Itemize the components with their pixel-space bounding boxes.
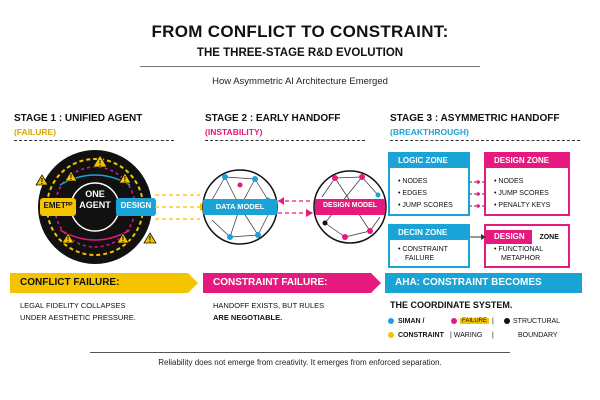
decin-zone-item: FAILURE — [405, 255, 435, 262]
stage3-title: STAGE 3 : ASYMMETRIC HANDOFF — [390, 113, 560, 124]
aha-banner: AHA: CONSTRAINT BECOMES — [385, 273, 582, 293]
arrow-head-icon — [481, 234, 486, 240]
stage1-2-diagram: !!! !!!! — [35, 150, 387, 264]
logic-zone-item: • NODES — [398, 178, 428, 185]
right-label-box — [116, 198, 156, 216]
stage2-status: (INSTABILITY) — [205, 127, 263, 137]
svg-text:!: ! — [149, 235, 152, 244]
design-zone: DESIGN ZONE • NODES • JUMP SCORES • PENA… — [484, 152, 570, 216]
svg-text:!: ! — [122, 235, 125, 244]
decin-zone-item: • CONSTRAINT — [398, 246, 448, 253]
design-zone-title: DESIGN ZONE — [486, 154, 568, 168]
warning-icon — [92, 154, 108, 168]
stage1-title: STAGE 1 : UNIFIED AGENT — [14, 113, 143, 124]
one-agent-line1: ONE — [85, 189, 105, 199]
logic-zone-item: • EDGES — [398, 190, 427, 197]
warning-icon — [116, 232, 130, 244]
legend-dot-magenta-icon — [451, 318, 457, 326]
emet-label: EMETᴾᴾ — [43, 201, 73, 210]
design-zone-item: • PENALTY KEYS — [494, 202, 551, 209]
design-zone2-item: METAPHOR — [501, 255, 541, 262]
legend-label: STRUCTURAL — [513, 318, 561, 325]
warning-triangles — [35, 154, 157, 244]
legend-label: CONSTRAINT — [398, 332, 444, 339]
legend-dot-yellow-icon — [388, 332, 394, 340]
constraint-failure-line2: ARE NEGOTIABLE. — [213, 313, 283, 322]
conflict-failure-banner: CONFLICT FAILURE: — [20, 277, 120, 288]
zone-connector-lower — [470, 234, 486, 240]
page-subtitle: THE THREE-STAGE R&D EVOLUTION — [196, 47, 404, 59]
stage1-status: (FAILURE) — [14, 127, 57, 137]
design-zone-item: • NODES — [494, 178, 524, 185]
design-zone2-title: DESIGN — [486, 230, 532, 244]
legend-label: | — [492, 318, 494, 325]
decin-zone-title: DECIN ZONE — [390, 226, 468, 240]
legend-label: SIMAN / — [398, 318, 425, 325]
legend-label: | WARING — [450, 332, 483, 339]
stage1-to-stage2-arrows — [155, 194, 200, 220]
design-zone-secondary: DESIGN ZONE • FUNCTIONAL METAPHOR — [484, 224, 570, 268]
footer-divider — [90, 352, 510, 353]
svg-text:!: ! — [124, 175, 127, 184]
design-zone2-item: • FUNCTIONAL — [494, 246, 544, 253]
legend-label: BOUNDARY — [518, 332, 558, 339]
unified-agent-diagram: !!! !!!! — [35, 150, 157, 264]
design-zone-item: • JUMP SCORES — [494, 190, 549, 197]
conflict-failure-line2: UNDER AESTHETIC PRESSURE. — [20, 313, 136, 322]
constraint-failure-text: HANDOFF EXISTS, BUT RULES ARE NEGOTIABLE… — [213, 300, 324, 324]
design-model-label: DESIGN MODEL — [322, 202, 378, 209]
legend-label: | — [492, 332, 494, 339]
header-divider — [140, 66, 480, 67]
stage3-divider — [390, 140, 580, 141]
svg-text:!: ! — [67, 235, 70, 244]
design-zone2-suffix: ZONE — [539, 234, 559, 241]
logic-zone-item: • JUMP SCORES — [398, 202, 453, 209]
svg-text:!: ! — [99, 159, 102, 168]
page-title: FROM CONFLICT TO CONSTRAINT: — [151, 22, 449, 41]
legend-label: FAILURE — [460, 318, 490, 324]
constraint-failure-line1: HANDOFF EXISTS, BUT RULES — [213, 301, 325, 310]
stage2-title: STAGE 2 : EARLY HANDOFF — [205, 113, 341, 124]
warning-icon — [35, 174, 49, 186]
decin-zone: DECIN ZONE • CONSTRAINT FAILURE — [388, 224, 470, 268]
warning-icon — [143, 232, 157, 244]
constraint-failure-banner: CONSTRAINT FAILURE: — [213, 277, 328, 288]
legend-dot-cyan-icon — [388, 318, 394, 326]
conflict-failure-line1: LEGAL FIDELITY COLLAPSES — [20, 301, 126, 310]
logic-zone-title: LOGIC ZONE — [390, 154, 468, 168]
design-label: DESIGN — [120, 201, 152, 210]
design-model-box — [315, 199, 385, 215]
conflict-failure-text: LEGAL FIDELITY COLLAPSES UNDER AESTHETIC… — [20, 300, 136, 324]
page-tagline: How Asymmetric AI Architecture Emerged — [212, 76, 388, 87]
arrow-head-icon — [278, 197, 284, 205]
footer-quote: Reliability does not emerge from creativ… — [158, 358, 442, 367]
stage2-divider — [205, 140, 365, 141]
data-model-label: DATA MODEL — [215, 202, 265, 211]
zone-connectors — [470, 180, 484, 208]
warning-icon — [118, 172, 132, 184]
svg-text:!: ! — [70, 173, 73, 182]
one-agent-label: ONE AGENT — [75, 189, 115, 211]
data-model-box — [203, 199, 277, 215]
logic-zone: LOGIC ZONE • NODES • EDGES • JUMP SCORES — [388, 152, 470, 216]
stage3-status: (BREAKTHROUGH) — [390, 127, 469, 137]
banner-conflict-shape — [10, 273, 198, 293]
left-label-box — [40, 198, 76, 216]
stage1-divider — [14, 140, 174, 141]
handoff-arrows — [278, 200, 310, 214]
design-model-network — [313, 170, 387, 244]
legend: SIMAN / FAILURE | STRUCTURAL CONSTRAINT … — [388, 318, 578, 348]
aha-text: THE COORDINATE SYSTEM. — [390, 300, 513, 310]
warning-icon — [61, 232, 75, 244]
data-model-network — [202, 169, 278, 245]
one-agent-line2: AGENT — [79, 200, 111, 210]
arrow-head-icon — [306, 209, 313, 217]
svg-text:!: ! — [41, 177, 44, 186]
legend-dot-dark-icon — [504, 318, 510, 326]
warning-icon — [64, 170, 78, 182]
banner-constraint-shape — [203, 273, 381, 293]
